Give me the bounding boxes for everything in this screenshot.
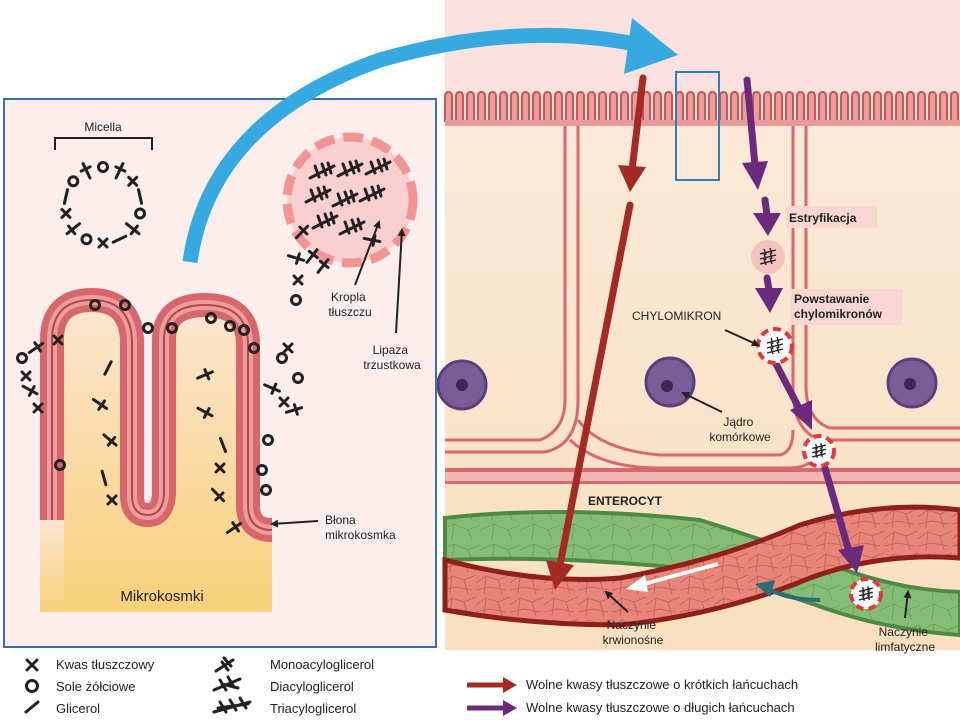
blood-vessel-label: Naczynie krwionośne: [603, 618, 664, 647]
legend-label-short-chain: Wolne kwasy tłuszczowe o krótkich łańcuc…: [526, 677, 798, 692]
legend-label-bile-salts: Sole żółciowe: [56, 679, 136, 694]
legend-arrow-short-chain: [467, 677, 517, 693]
droplet-label: Kropla tłuszczu: [328, 290, 371, 319]
legend-label-diacylglycerol: Diacyloglicerol: [270, 679, 354, 694]
short-chain-path: [556, 74, 647, 569]
brush-border: [444, 90, 959, 122]
villi: [40, 287, 273, 612]
fat-droplet: [282, 132, 418, 268]
legend-label-triacylglycerol: Triacyloglicerol: [270, 701, 356, 716]
magnification-box: [675, 71, 720, 181]
villi-label: Mikrokosmki: [120, 588, 203, 605]
legend-label-fatty-acid: Kwas tłuszczowy: [56, 657, 155, 672]
formation-label-bg: [790, 289, 902, 325]
esterification-label-bg: [786, 206, 877, 228]
micelle-label: Micella: [84, 120, 122, 134]
pointer-lines: [270, 220, 912, 619]
legend: Kwas tłuszczowy Sole żółciowe Glicerol M…: [24, 656, 798, 716]
short-chain-arrowheads: [546, 165, 646, 590]
transfer-arrow: [182, 18, 678, 264]
nucleus-label: Jądro komórkowe: [709, 415, 771, 444]
chylomicron-contents: [759, 247, 873, 602]
legend-arrow-long-chain: [467, 700, 517, 716]
cell-nucleus: [436, 356, 938, 411]
legend-label-glycerol: Glicerol: [56, 701, 100, 716]
legend-symbols: [24, 656, 252, 714]
lipase-label: Lipaza trzustkowa: [363, 343, 421, 372]
legend-label-monoacylglycerol: Monoacyloglicerol: [270, 657, 374, 672]
micelle-bracket: [54, 137, 153, 150]
long-chain-arrowheads: [742, 161, 864, 573]
cell-membranes: [445, 120, 960, 484]
esterification-label: Estryfikacja: [789, 211, 857, 225]
lymph-vessel-label: Naczynie limfatyczne: [875, 625, 935, 654]
membrane-label: Błona mikrokosmka: [325, 513, 396, 542]
lipid-molecules: [16, 157, 392, 535]
blood-flow-arrow: [626, 562, 719, 592]
legend-label-long-chain: Wolne kwasy tłuszczowe o długich łańcuch…: [526, 700, 795, 715]
lymph-flow-arrow: [755, 580, 821, 602]
enterocyte-label: ENTEROCYT: [588, 494, 663, 508]
chylomicron-formation-label: Powstawanie chylomikronów: [794, 292, 883, 321]
chylomicron-label: CHYLOMIKRON: [632, 309, 721, 323]
